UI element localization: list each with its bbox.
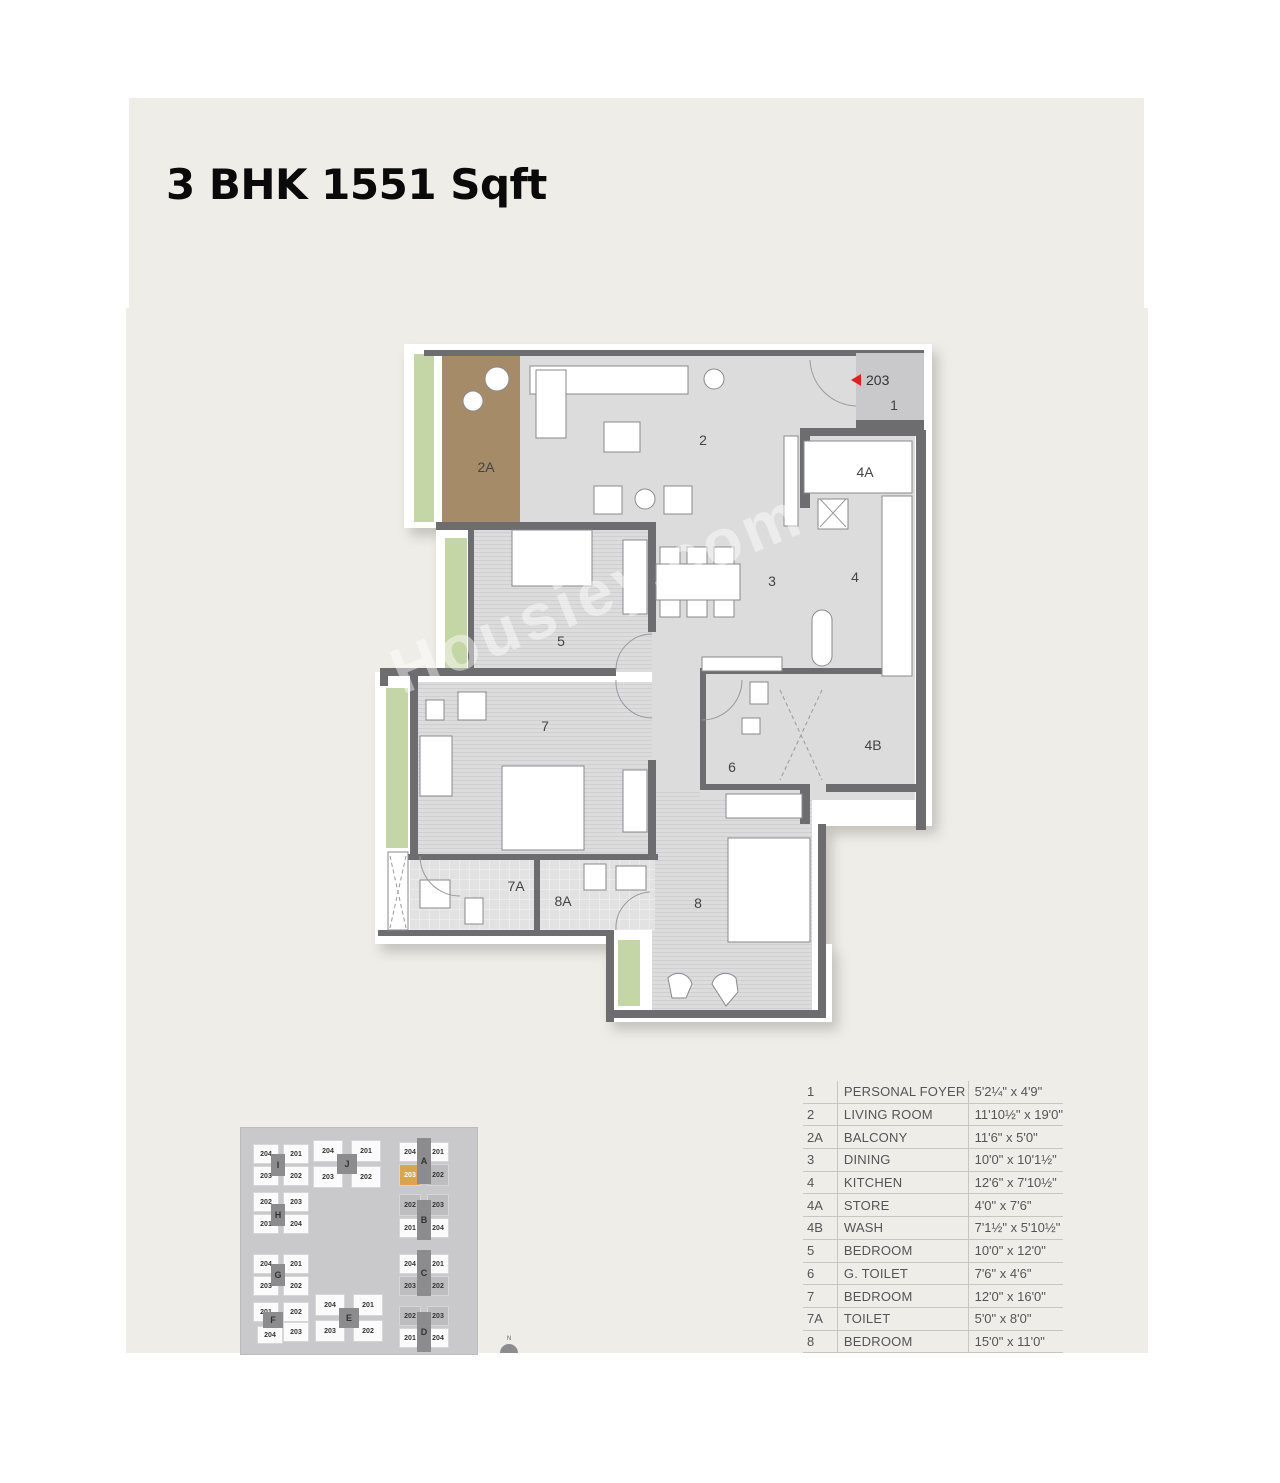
tower-d-core: D: [417, 1312, 431, 1352]
room-label-2: 2: [699, 432, 707, 448]
flat-h-203: 203: [283, 1192, 309, 1212]
room-label-7a: 7A: [507, 878, 525, 894]
sheet-header-panel: [129, 98, 1144, 310]
flat-g-202: 202: [283, 1276, 309, 1296]
tower-c-core: C: [417, 1250, 431, 1296]
room-label-8a: 8A: [554, 893, 572, 909]
flat-j-204: 204: [313, 1140, 343, 1162]
flat-e-203: 203: [315, 1320, 345, 1342]
flat-f-202: 202: [283, 1302, 309, 1322]
flat-e-204: 204: [315, 1294, 345, 1316]
room-label-6: 6: [728, 759, 736, 775]
compass-icon: [500, 1344, 518, 1353]
room-label-8: 8: [694, 895, 702, 911]
planter: [618, 940, 640, 1006]
tower-e-core: E: [339, 1308, 359, 1328]
tower-b-core: B: [417, 1200, 431, 1240]
flat-f-203: 203: [283, 1322, 309, 1342]
tower-i-core: I: [271, 1154, 285, 1176]
tower-j-core: J: [337, 1154, 357, 1174]
flat-f-204: 204: [257, 1326, 283, 1344]
flat-j-201: 201: [351, 1140, 381, 1162]
planter: [445, 538, 467, 670]
flat-e-202: 202: [353, 1320, 383, 1342]
page-title: 3 BHK 1551 Sqft: [166, 160, 547, 209]
flat-i-202: 202: [283, 1166, 309, 1186]
key-plan: 204 201 203 202 I 202 203 201 204 H 204 …: [240, 1127, 478, 1355]
flat-a-201: 201: [427, 1142, 449, 1162]
tower-g-core: G: [271, 1264, 285, 1286]
compass-label: N: [506, 1336, 512, 1342]
room-label-1: 1: [890, 397, 898, 413]
tower-h-core: H: [271, 1204, 285, 1226]
planter: [414, 354, 434, 522]
unit-number: 203: [866, 372, 890, 388]
room-label-5: 5: [557, 633, 565, 649]
room-label-4b: 4B: [864, 737, 882, 753]
flat-c-203: 203: [399, 1276, 421, 1296]
furniture: [387, 365, 913, 1007]
flat-j-202: 202: [351, 1166, 381, 1188]
tower-f-core: F: [263, 1312, 283, 1328]
flat-g-201: 201: [283, 1254, 309, 1274]
north-compass: N: [500, 1336, 518, 1353]
room-label-4a: 4A: [856, 464, 874, 480]
room-label-7: 7: [541, 718, 549, 734]
room-label-4: 4: [851, 569, 859, 585]
flat-e-201: 201: [353, 1294, 383, 1316]
planter: [386, 688, 408, 848]
flat-i-201: 201: [283, 1144, 309, 1164]
flat-c-201: 201: [427, 1254, 449, 1274]
doors: [419, 359, 857, 931]
flat-c-202: 202: [427, 1276, 449, 1296]
flat-h-204: 204: [283, 1214, 309, 1234]
room-label-2a: 2A: [477, 459, 495, 475]
flat-j-203: 203: [313, 1166, 343, 1188]
tower-a-core: A: [417, 1138, 431, 1184]
flat-a-204: 204: [399, 1142, 421, 1162]
room-label-3: 3: [768, 573, 776, 589]
flat-d-204: 204: [427, 1328, 449, 1348]
entry-arrow-icon: [851, 374, 861, 386]
shower-marks: [389, 498, 847, 929]
